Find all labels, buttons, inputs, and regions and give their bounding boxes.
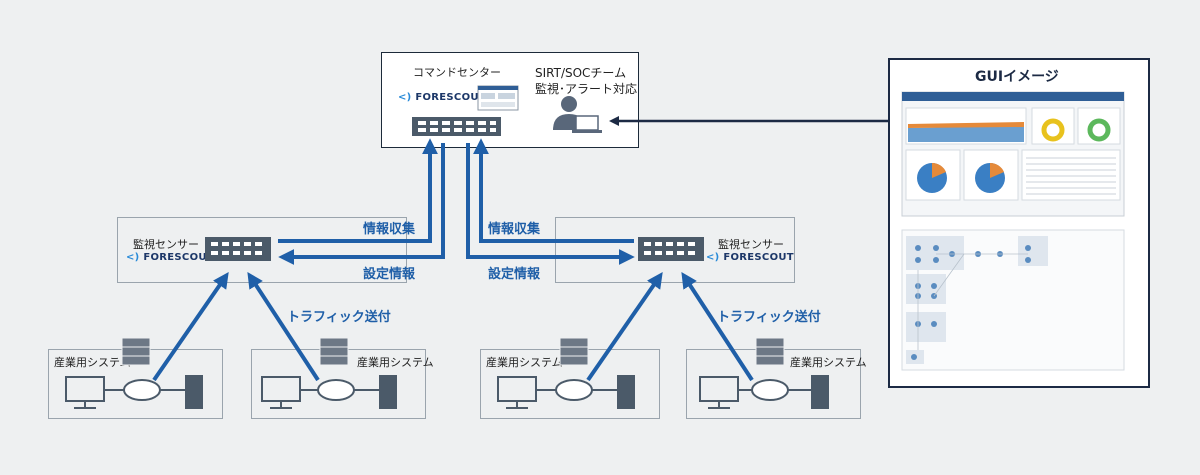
firewall-icon-2	[319, 337, 349, 366]
team-label-line1: SIRT/SOCチーム	[535, 66, 627, 80]
label-settings-left: 設定情報	[363, 267, 416, 282]
operator-icon	[553, 96, 602, 133]
forescout-logo-left: <) FORESCOUT	[126, 252, 214, 263]
system-devices	[65, 375, 829, 409]
system-label-1: 産業用システム	[54, 356, 131, 369]
label-traffic-right: トラフィック送付	[717, 310, 821, 325]
firewall-icons	[121, 337, 785, 366]
flow-arrows	[152, 138, 754, 382]
team-label-line2: 監視･アラート対応	[535, 82, 638, 96]
sensor-switch-icon-right	[638, 237, 704, 261]
firewall-icon-1	[121, 337, 151, 366]
sensor-switch-icon-left	[205, 237, 271, 261]
forescout-logo: <) FORESCOUT	[398, 92, 486, 103]
label-traffic-left: トラフィック送付	[287, 310, 391, 325]
sensor-title-left: 監視センサー	[133, 238, 199, 251]
command-switch-icon	[412, 117, 501, 136]
label-settings-right: 設定情報	[488, 267, 541, 282]
command-center-title: コマンドセンター	[413, 66, 501, 79]
command-screen-thumbnail-icon	[477, 85, 519, 111]
system-label-3: 産業用システム	[486, 356, 563, 369]
gui-title: GUIイメージ	[975, 69, 1059, 85]
gui-dashboard-mock	[901, 91, 1125, 371]
firewall-icon-4	[755, 337, 785, 366]
firewall-icon-3	[559, 337, 589, 366]
forescout-logo-right: <) FORESCOUT	[706, 252, 794, 263]
label-info-collect-right: 情報収集	[488, 222, 541, 237]
label-info-collect-left: 情報収集	[363, 222, 416, 237]
system-label-4: 産業用システム	[790, 356, 867, 369]
sensor-title-right: 監視センサー	[718, 238, 784, 251]
system-label-2: 産業用システム	[357, 356, 434, 369]
